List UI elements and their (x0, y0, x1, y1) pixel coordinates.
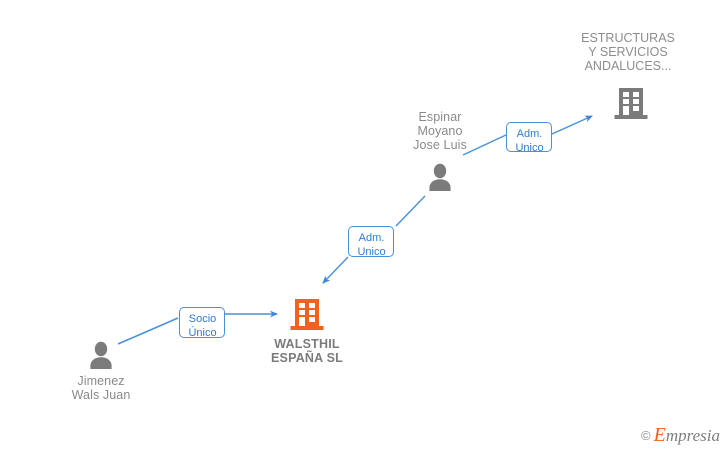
edge-label-adm-unico-estructuras[interactable]: Adm. Unico (506, 122, 552, 154)
person-icon-jimenez[interactable] (87, 341, 115, 369)
empresia-watermark: © Empresia (641, 424, 720, 446)
copyright-symbol: © (641, 428, 651, 443)
empresia-logo: Empresia (653, 424, 720, 446)
person-icon-espinar[interactable] (426, 163, 454, 191)
edge-label-adm-unico-walsthil[interactable]: Adm. Unico (348, 226, 394, 258)
edge-espinar-to-adm-label-top (462, 134, 507, 156)
edge-label-socio-unico-walsthil[interactable]: Socio Único (179, 307, 225, 339)
edge-adm-label-middle-to-walsthil (322, 256, 349, 284)
edge-jimenez-to-socio-label (117, 317, 179, 345)
empresia-logo-rest: mpresia (665, 426, 720, 445)
empresia-logo-initial: E (653, 424, 666, 446)
edge-adm-label-top-to-estructuras (551, 115, 593, 135)
building-icon-estructuras[interactable] (613, 86, 649, 122)
edge-espinar-to-adm-label-middle (395, 195, 426, 227)
building-icon-walsthil[interactable] (289, 297, 325, 333)
